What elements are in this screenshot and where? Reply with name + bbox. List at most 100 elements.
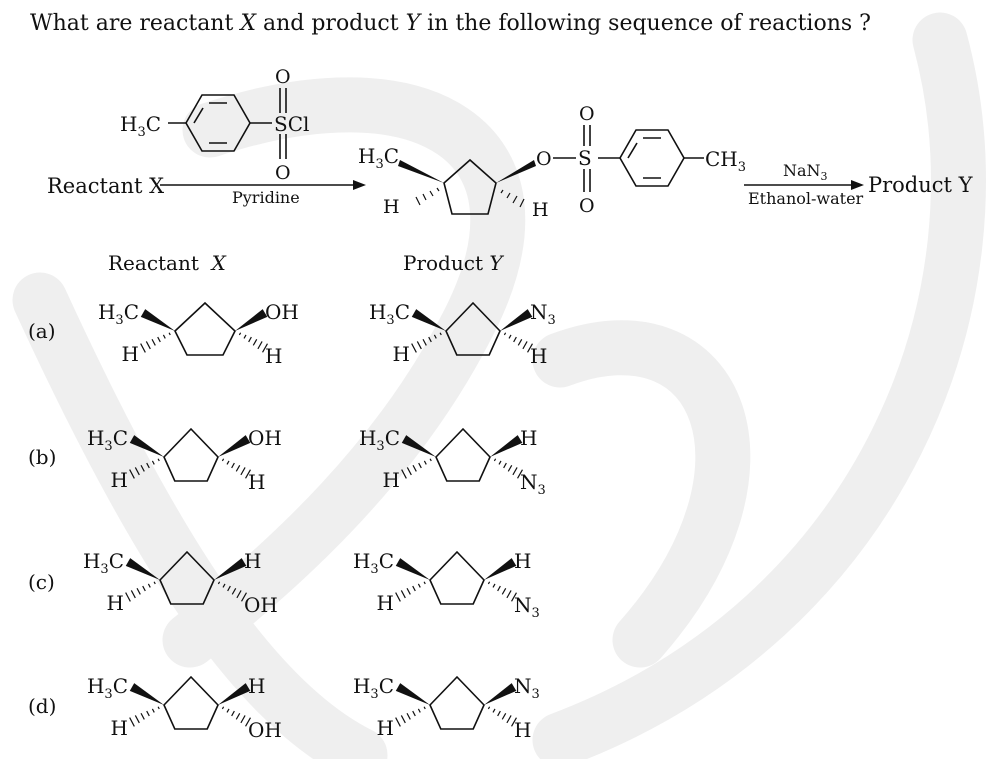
- wedge-bond-methyl: [140, 309, 175, 331]
- wedge-bond-right: [218, 435, 251, 457]
- substituent-bottom-right: H: [514, 718, 531, 742]
- wedge-bond-methyl: [401, 435, 436, 457]
- option-label: (c): [28, 570, 55, 594]
- wedge-bond-right: [484, 558, 517, 580]
- hashed-bond-right: [217, 581, 247, 602]
- cyclopentane-ring: [163, 427, 219, 482]
- substituent-bottom-right: N3: [520, 470, 546, 498]
- int-ring: [443, 158, 497, 215]
- wedge-bond-right: [500, 309, 533, 331]
- int-hash-h-left: [415, 187, 440, 206]
- arrow-2-head: [851, 180, 864, 190]
- substituent-bottom-left: H: [111, 468, 128, 492]
- substituent-bottom-right: OH: [244, 593, 278, 617]
- wedge-bond-methyl: [395, 558, 430, 580]
- arrow-1-head: [353, 180, 366, 190]
- option-label: (a): [28, 319, 56, 343]
- int-methyl: H3C: [358, 144, 399, 172]
- hashed-bond-right: [221, 458, 251, 479]
- int-hash-h-right: [500, 189, 525, 208]
- question-y: Y: [405, 11, 421, 36]
- cyclopentane-ring: [174, 301, 236, 356]
- wedge-bond-right: [235, 309, 268, 331]
- substituent-top-left: H3C: [369, 300, 410, 328]
- tscl-sulfonyl-chloride: SCl: [274, 112, 309, 136]
- reactant-x-structure: H3C H H OH: [83, 549, 278, 617]
- substituent-bottom-left: H: [111, 716, 128, 740]
- substituent-top-right: H: [244, 549, 261, 573]
- question-part-2: and product: [255, 11, 406, 36]
- int-oxygen-top: O: [579, 103, 595, 125]
- substituent-top-left: H3C: [83, 549, 124, 577]
- wedge-bond-methyl: [411, 309, 446, 331]
- reagent-pyridine: Pyridine: [232, 188, 300, 207]
- int-h-right: H: [532, 199, 549, 221]
- substituent-bottom-right: N3: [514, 593, 540, 621]
- int-oxygen-bottom: O: [579, 195, 595, 217]
- cyclopentane-ring: [159, 550, 215, 605]
- cyclopentane-ring: [435, 427, 491, 482]
- tscl-oxygen-bottom: O: [275, 162, 291, 184]
- substituent-top-left: H3C: [353, 549, 394, 577]
- product-y-label: Product Y: [868, 173, 974, 197]
- watermark: [12, 12, 986, 759]
- option-label: (b): [28, 445, 56, 469]
- hashed-bond-right: [493, 458, 523, 479]
- substituent-bottom-left: H: [377, 591, 394, 615]
- substituent-bottom-right: H: [248, 470, 265, 494]
- substituent-bottom-left: H: [377, 716, 394, 740]
- wedge-bond-methyl: [125, 558, 160, 580]
- wedge-bond-methyl: [129, 683, 164, 705]
- substituent-bottom-left: H: [122, 342, 139, 366]
- hashed-bond-right: [503, 332, 533, 353]
- cyclopentane-ring: [163, 675, 219, 730]
- hashed-bond-h: [401, 458, 432, 479]
- substituent-top-right: N3: [530, 300, 556, 328]
- substituent-bottom-left: H: [393, 342, 410, 366]
- substituent-top-left: H3C: [359, 426, 400, 454]
- hashed-bond-right: [221, 706, 251, 727]
- reagent-nan3: NaN3: [783, 161, 828, 183]
- substituent-bottom-right: H: [530, 344, 547, 368]
- int-wedge-methyl: [398, 160, 444, 183]
- wedge-bond-methyl: [395, 683, 430, 705]
- cyclopentane-ring: [429, 550, 485, 605]
- hashed-bond-right: [487, 706, 517, 727]
- substituent-top-left: H3C: [98, 300, 139, 328]
- hashed-bond-h: [140, 332, 171, 353]
- substituent-bottom-left: H: [107, 591, 124, 615]
- substituent-top-right: H: [520, 426, 537, 450]
- int-ch3: CH3: [705, 147, 746, 175]
- wedge-bond-right: [484, 683, 517, 705]
- hashed-bond-right: [238, 332, 268, 353]
- hashed-bond-h: [411, 332, 442, 353]
- hashed-bond-h: [395, 706, 426, 727]
- hashed-bond-h: [125, 581, 156, 602]
- column-product-y: Product Y: [403, 251, 504, 275]
- cyclopentane-ring: [429, 675, 485, 730]
- substituent-top-right: OH: [248, 426, 282, 450]
- substituent-top-right: N3: [514, 674, 540, 702]
- substituent-top-right: H: [248, 674, 265, 698]
- hashed-bond-h: [129, 458, 160, 479]
- int-oxygen: O: [536, 148, 552, 170]
- tosylate-intermediate: H3C H H O S O O: [358, 103, 746, 221]
- tscl-oxygen-top: O: [275, 66, 291, 88]
- int-wedge-oxygen: [496, 160, 536, 183]
- question-text: What are reactant X and product Y in the…: [30, 11, 871, 36]
- hashed-bond-h: [395, 581, 426, 602]
- reactant-x-label: Reactant X: [47, 174, 164, 198]
- wedge-bond-right: [214, 558, 247, 580]
- substituent-bottom-right: H: [265, 344, 282, 368]
- cyclopentane-ring: [445, 301, 501, 356]
